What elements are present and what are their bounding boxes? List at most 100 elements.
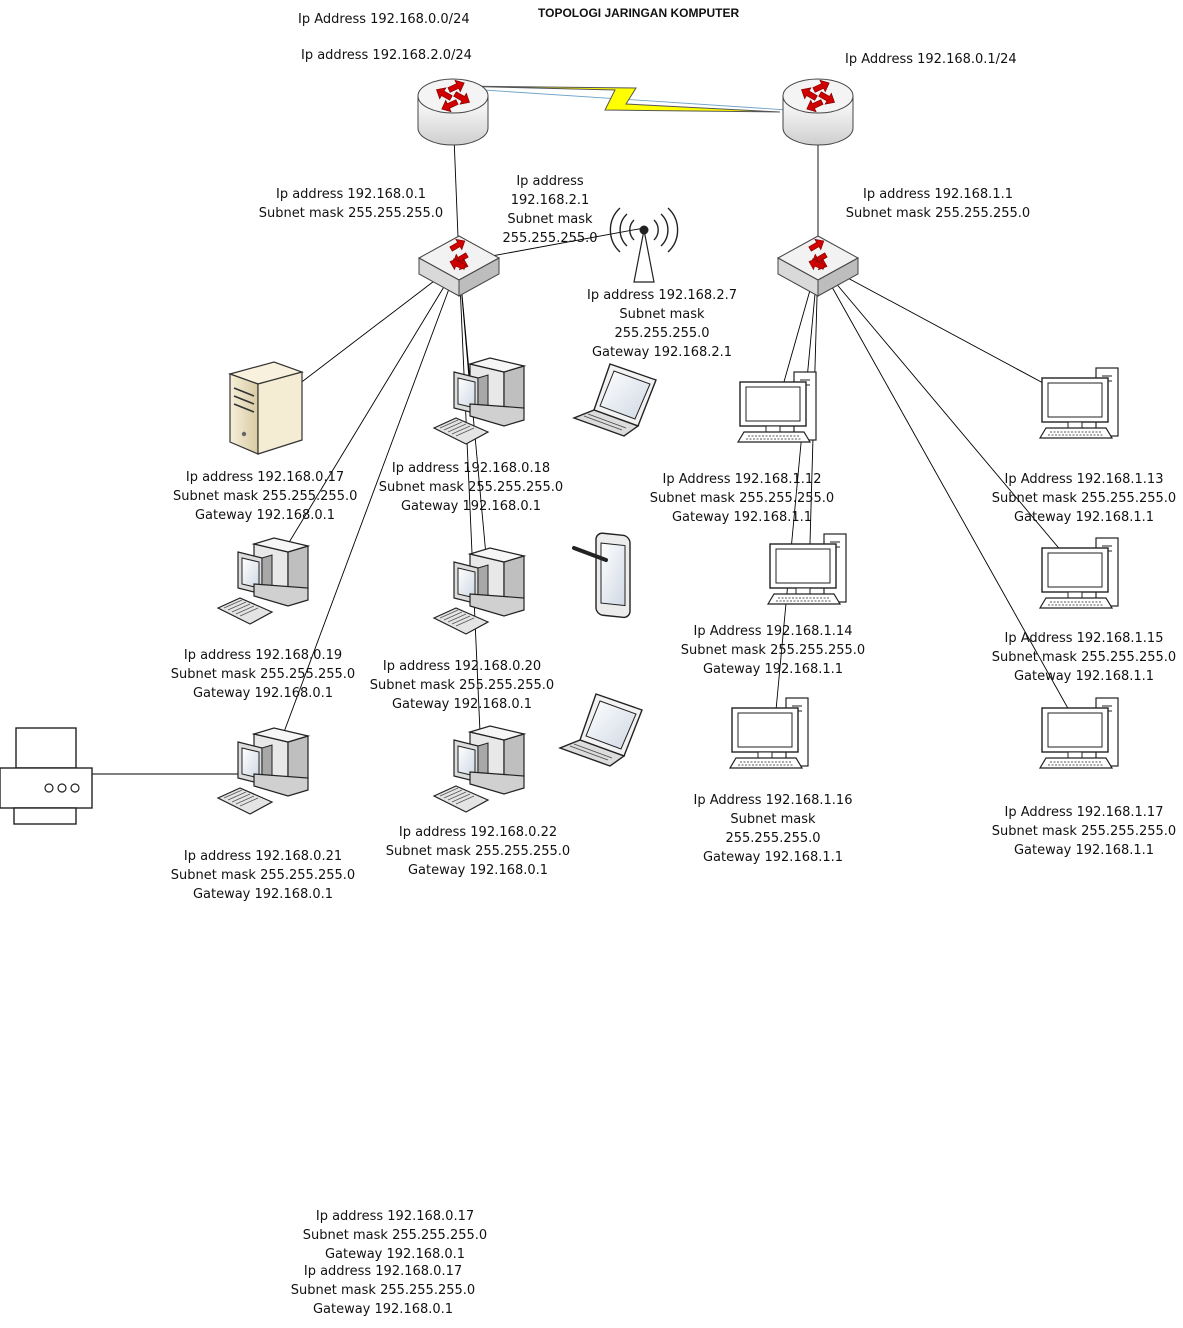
router-right-address: Ip Address 192.168.0.1/24 xyxy=(845,52,1017,67)
router-left-label-2: Ip address 192.168.2.0/24 xyxy=(301,46,472,65)
laptop-top xyxy=(573,363,657,437)
host-label-pc-20: Ip address 192.168.0.20 Subnet mask 255.… xyxy=(369,657,555,714)
label-line: Ip Address 192.168.1.17 xyxy=(1004,805,1164,820)
label-line: Gateway 192.168.0.1 xyxy=(312,1302,454,1317)
label-line: Subnet mask 255.255.255.0 xyxy=(385,844,571,859)
label-line: Gateway 192.168.2.1 xyxy=(591,345,733,360)
label-line: Subnet mask 255.255.255.0 xyxy=(258,206,444,221)
link-router-to-router-cable xyxy=(452,87,819,113)
link-switch-left-pc-20 xyxy=(458,261,490,589)
host-label-ws-17: Ip Address 192.168.1.17 Subnet mask 255.… xyxy=(991,803,1177,860)
host-label-ws-16: Ip Address 192.168.1.16 Subnet mask 255.… xyxy=(680,791,866,867)
switch-right xyxy=(778,236,858,296)
link-switch-left-pc-19 xyxy=(264,261,460,583)
label-line: Ip address 192.168.0.1 xyxy=(276,187,426,202)
label-line: Ip Address 192.168.1.13 xyxy=(1004,472,1164,487)
tablet xyxy=(572,530,632,621)
label-line: 192.168.2.1 xyxy=(510,193,590,208)
label-line: Ip address 192.168.0.18 xyxy=(391,461,551,476)
label-line: 255.255.255.0 xyxy=(614,326,710,341)
host-label-ws-15: Ip Address 192.168.1.15 Subnet mask 255.… xyxy=(991,629,1177,686)
stray-label-2: Ip address 192.168.0.17 Subnet mask 255.… xyxy=(290,1262,476,1319)
label-line: Subnet mask 255.255.255.0 xyxy=(680,643,866,658)
workstation-16 xyxy=(729,697,809,769)
label-line: Ip Address 192.168.1.16 xyxy=(693,793,853,808)
label-line: Gateway 192.168.0.1 xyxy=(192,686,334,701)
host-label-pc-18: Ip address 192.168.0.18 Subnet mask 255.… xyxy=(378,459,564,516)
diagram-title: TOPOLOGI JARINGAN KOMPUTER xyxy=(538,6,740,20)
label-line: Subnet mask 255.255.255.0 xyxy=(991,491,1177,506)
switch-right-label: Ip address 192.168.1.1 Subnet mask 255.2… xyxy=(845,185,1031,223)
host-label-pc-22: Ip address 192.168.0.22 Subnet mask 255.… xyxy=(385,823,571,880)
link-switch-right-ws-13 xyxy=(817,261,1085,406)
label-line: Subnet mask 255.255.255.0 xyxy=(170,868,356,883)
printer xyxy=(0,727,93,825)
label-line: Ip address 192.168.0.17 xyxy=(315,1209,475,1224)
label-line: Subnet mask 255.255.255.0 xyxy=(173,489,358,504)
label-line: Subnet mask 255.255.255.0 xyxy=(302,1228,488,1243)
router-left-address-1: Ip address 192.168.2.0/24 xyxy=(301,48,472,63)
label-line: Subnet mask xyxy=(507,212,593,227)
laptop-bottom xyxy=(559,693,643,767)
label-line: Ip address 192.168.2.7 xyxy=(587,288,737,303)
workstation-12 xyxy=(737,371,817,443)
label-line: Subnet mask 255.255.255.0 xyxy=(991,650,1177,665)
host-label-ws-12: Ip Address 192.168.1.12 Subnet mask 255.… xyxy=(649,470,835,527)
pc-19 xyxy=(217,537,309,625)
label-line: Subnet mask 255.255.255.0 xyxy=(170,667,356,682)
workstation-14 xyxy=(767,533,847,605)
label-line: Ip Address 192.168.1.12 xyxy=(662,472,822,487)
link-switch-right-ws-15 xyxy=(817,261,1085,579)
label-line: Gateway 192.168.1.1 xyxy=(1013,510,1155,525)
label-line: Subnet mask 255.255.255.0 xyxy=(290,1283,476,1298)
label-line: Subnet mask 255.255.255.0 xyxy=(369,678,555,693)
link-switch-left-pc-21 xyxy=(267,261,460,776)
router-right-label: Ip Address 192.168.0.1/24 xyxy=(845,50,1017,69)
label-line: Ip address 192.168.1.1 xyxy=(863,187,1013,202)
label-line: Subnet mask xyxy=(730,812,816,827)
access-point-label: Ip address 192.168.2.7 Subnet mask 255.2… xyxy=(584,286,740,362)
label-line: Gateway 192.168.0.1 xyxy=(400,499,542,514)
pc-22 xyxy=(433,725,525,813)
host-label-pc-21: Ip address 192.168.0.21 Subnet mask 255.… xyxy=(170,847,356,904)
label-line: Subnet mask xyxy=(619,307,705,322)
label-line: Ip Address 192.168.1.15 xyxy=(1004,631,1164,646)
wan-link-bolt xyxy=(452,85,781,113)
access-point-link-label: Ip address 192.168.2.1 Subnet mask 255.2… xyxy=(498,172,602,248)
workstation-15 xyxy=(1039,537,1119,609)
stray-label-1: Ip address 192.168.0.17 Subnet mask 255.… xyxy=(302,1207,488,1264)
link-switch-right-ws-17 xyxy=(817,261,1085,738)
label-line: Ip address 192.168.0.20 xyxy=(382,659,542,674)
label-line: Gateway 192.168.1.1 xyxy=(702,850,844,865)
pc-21 xyxy=(217,727,309,815)
pc-18 xyxy=(433,357,525,445)
label-line: Gateway 192.168.0.1 xyxy=(391,697,533,712)
label-line: Ip address 192.168.0.19 xyxy=(183,648,343,663)
label-line: Subnet mask 255.255.255.0 xyxy=(378,480,564,495)
access-point xyxy=(609,207,679,283)
label-line: Subnet mask 255.255.255.0 xyxy=(845,206,1031,221)
label-line: Ip address xyxy=(516,174,584,189)
router-left-address-0: Ip Address 192.168.0.0/24 xyxy=(298,12,470,27)
router-right xyxy=(783,77,853,145)
label-line: Ip Address 192.168.1.14 xyxy=(693,624,853,639)
label-line: Ip address 192.168.0.17 xyxy=(303,1264,463,1279)
label-line: Gateway 192.168.1.1 xyxy=(671,510,813,525)
label-line: Ip address 192.168.0.17 xyxy=(185,470,345,485)
router-left xyxy=(418,77,488,145)
label-line: Subnet mask 255.255.255.0 xyxy=(649,491,835,506)
link-switch-left-pc-22 xyxy=(458,261,483,778)
workstation-17 xyxy=(1039,697,1119,769)
label-line: Gateway 192.168.0.1 xyxy=(407,863,549,878)
host-label-ws-14: Ip Address 192.168.1.14 Subnet mask 255.… xyxy=(680,622,866,679)
label-line: 255.255.255.0 xyxy=(725,831,821,846)
host-label-ws-13: Ip Address 192.168.1.13 Subnet mask 255.… xyxy=(991,470,1177,527)
label-line: Gateway 192.168.1.1 xyxy=(1013,843,1155,858)
host-label-server: Ip address 192.168.0.17 Subnet mask 255.… xyxy=(173,468,357,525)
label-line: Gateway 192.168.1.1 xyxy=(1013,669,1155,684)
switch-left-label: Ip address 192.168.0.1 Subnet mask 255.2… xyxy=(258,185,444,223)
label-line: Subnet mask 255.255.255.0 xyxy=(991,824,1177,839)
label-line: Gateway 192.168.0.1 xyxy=(192,887,334,902)
workstation-13 xyxy=(1039,367,1119,439)
